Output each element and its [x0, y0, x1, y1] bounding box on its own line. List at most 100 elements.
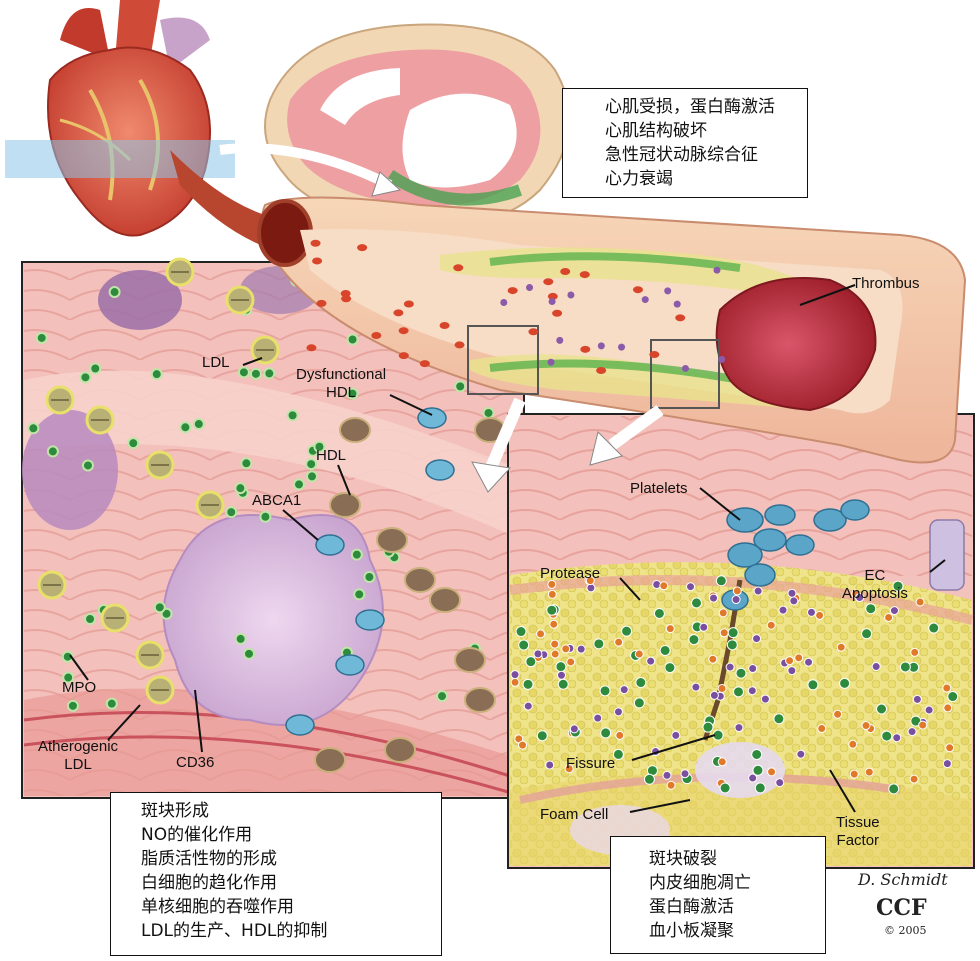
- leukocyte: [500, 299, 508, 307]
- red-blood-cell: [580, 345, 591, 353]
- cell-particle: [671, 730, 681, 740]
- mpo-particle: [105, 697, 118, 710]
- label-dysfunctional-hdl-line1: Dysfunctional: [296, 366, 387, 383]
- cell-particle: [718, 608, 728, 618]
- red-blood-cell: [649, 351, 660, 359]
- cell-particle: [600, 727, 612, 739]
- mpo-particle: [84, 613, 97, 626]
- cell-particle: [899, 661, 911, 673]
- cell-particle: [557, 678, 569, 690]
- mpo-particle: [234, 482, 247, 495]
- cell-particle: [942, 759, 952, 769]
- cell-particle: [659, 581, 669, 591]
- mpo-particle: [243, 647, 256, 660]
- cell-particle: [943, 703, 953, 713]
- cell-particle: [621, 625, 633, 637]
- hdl-particle: [384, 737, 416, 763]
- dysfunctional-hdl-particle: [355, 609, 385, 631]
- mpo-particle: [66, 699, 79, 712]
- cell-particle: [613, 707, 623, 717]
- cell-particle: [909, 774, 919, 784]
- callout-plaque-rupture: 斑块破裂 内皮细胞凋亡 蛋白酶激活 血小板凝聚: [610, 836, 826, 954]
- cell-particle: [593, 713, 603, 723]
- label-hdl: HDL: [316, 447, 347, 464]
- cell-particle: [717, 683, 727, 693]
- cell-particle: [634, 649, 644, 659]
- red-blood-cell: [341, 295, 352, 303]
- cell-particle: [525, 656, 537, 668]
- leukocyte: [548, 297, 556, 305]
- copyright-year: © 2005: [884, 924, 927, 937]
- cell-particle: [928, 622, 940, 634]
- callout-myocardial-outcomes: 心肌受损，蛋白酶激活 心肌结构破坏 急性冠状动脉综合征 心力衰竭: [562, 88, 808, 198]
- cell-particle: [576, 644, 586, 654]
- cell-particle: [751, 748, 763, 760]
- cell-particle: [708, 654, 718, 664]
- cell-particle: [748, 773, 758, 783]
- arrow-heart-to-section: [219, 143, 393, 190]
- leukocyte: [526, 284, 534, 292]
- cell-particle: [680, 769, 690, 779]
- mpo-particle: [286, 409, 299, 422]
- mpo-particle: [150, 368, 163, 381]
- hdl-particle: [404, 567, 436, 593]
- cell-particle: [599, 685, 611, 697]
- cell-particle: [912, 694, 922, 704]
- mpo-particle: [89, 362, 102, 375]
- mpo-particle: [482, 406, 495, 419]
- heart-illustration: [5, 0, 235, 237]
- coronary-artery: [170, 150, 967, 493]
- mpo-particle: [81, 459, 94, 472]
- cell-particle: [775, 778, 785, 788]
- cell-particle: [794, 653, 804, 663]
- cell-particle: [889, 606, 899, 616]
- red-blood-cell: [454, 341, 465, 349]
- mpo-particle: [127, 437, 140, 450]
- leukocyte: [664, 287, 672, 295]
- leukocyte: [556, 336, 564, 344]
- label-atherogenic-ldl-line1: Atherogenic: [38, 738, 119, 755]
- label-platelets: Platelets: [630, 480, 688, 497]
- leukocyte: [718, 355, 726, 363]
- cell-particle: [555, 661, 567, 673]
- cell-particle: [766, 620, 776, 630]
- cell-particle: [789, 596, 799, 606]
- cell-particle: [752, 764, 764, 776]
- label-tissue-factor-line2: Factor: [836, 832, 880, 849]
- leukocyte: [641, 296, 649, 304]
- mpo-particle: [35, 331, 48, 344]
- leukocyte: [618, 343, 626, 351]
- label-tissue-factor-line1: Tissue: [836, 814, 880, 831]
- callout-right-line-4: 血小板凝聚: [649, 921, 734, 941]
- red-blood-cell: [547, 292, 558, 300]
- cell-particle: [666, 780, 676, 790]
- cell-particle: [773, 713, 785, 725]
- dysfunctional-hdl-particle: [315, 534, 345, 556]
- callout-right-line-2: 内皮细胞凋亡: [649, 873, 751, 893]
- leukocyte: [673, 300, 681, 308]
- cell-particle: [688, 634, 700, 646]
- label-fissure: Fissure: [566, 755, 616, 772]
- mpo-particle: [61, 650, 74, 663]
- hdl-particle: [429, 587, 461, 613]
- label-ec-apoptosis-line2: Apoptosis: [842, 585, 908, 602]
- cell-particle: [924, 705, 934, 715]
- callout-right-line-1: 斑块破裂: [649, 849, 717, 869]
- arrow-head-icon: [371, 171, 402, 197]
- mpo-particle: [46, 445, 59, 458]
- cell-particle: [778, 605, 788, 615]
- label-ec-apoptosis: EC Apoptosis: [842, 567, 908, 603]
- cell-particle: [864, 767, 874, 777]
- cell-particle: [839, 677, 851, 689]
- cell-particle: [849, 769, 859, 779]
- cell-particle: [881, 730, 893, 742]
- cell-particle: [732, 686, 744, 698]
- red-blood-cell: [312, 257, 323, 265]
- mpo-particle: [363, 570, 376, 583]
- cell-particle: [754, 782, 766, 794]
- cell-particle: [752, 634, 762, 644]
- cell-particle: [861, 721, 871, 731]
- mpo-particle: [305, 458, 318, 471]
- label-dysfunctional-hdl: Dysfunctional HDL: [296, 366, 386, 402]
- mpo-particle: [27, 422, 40, 435]
